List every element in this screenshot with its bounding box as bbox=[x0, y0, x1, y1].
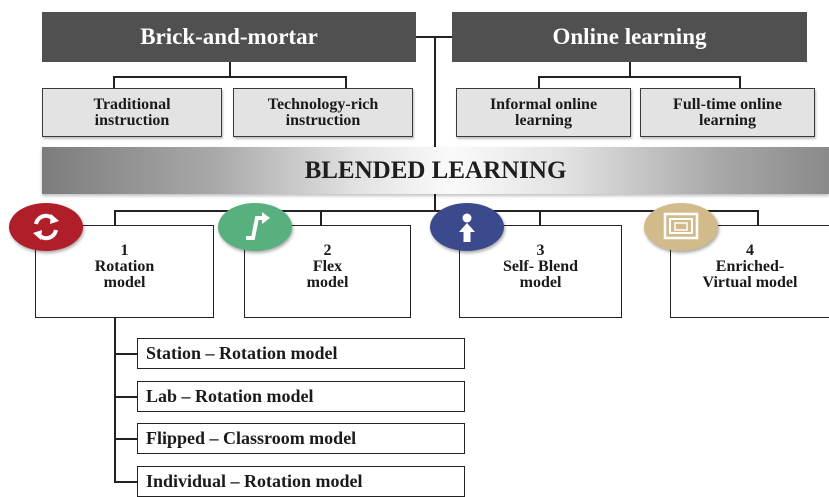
blended-learning-band: BLENDED LEARNING bbox=[42, 147, 829, 194]
rotation-arrows-icon bbox=[9, 203, 83, 251]
connector bbox=[434, 194, 436, 211]
model-number: 4 bbox=[746, 242, 754, 259]
screens-icon bbox=[644, 203, 718, 251]
connector bbox=[114, 318, 116, 483]
box-text-line: Traditional bbox=[93, 95, 171, 113]
model-label-line: model bbox=[519, 274, 562, 291]
technology-rich-instruction-box: Technology-rich instruction bbox=[233, 88, 413, 137]
model-number: 2 bbox=[323, 242, 332, 259]
model-label-line: model bbox=[103, 274, 146, 291]
box-text-line: Technology-rich bbox=[267, 95, 379, 113]
connector bbox=[114, 438, 138, 440]
brick-and-mortar-header: Brick-and-mortar bbox=[42, 12, 416, 62]
model-label-line: model bbox=[306, 274, 349, 291]
connector bbox=[434, 36, 436, 147]
connector bbox=[345, 76, 347, 88]
lab-rotation-box: Lab – Rotation model bbox=[137, 381, 465, 412]
flex-arrow-icon bbox=[218, 203, 292, 251]
online-learning-header: Online learning bbox=[452, 12, 807, 62]
connector bbox=[114, 210, 759, 212]
connector bbox=[114, 210, 116, 226]
full-time-online-learning-box: Full-time online learning bbox=[640, 88, 815, 137]
model-label-line: Self- Blend bbox=[502, 258, 579, 275]
flipped-classroom-box: Flipped – Classroom model bbox=[137, 423, 465, 454]
model-label-line: Virtual model bbox=[702, 274, 798, 291]
blended-learning-label: BLENDED LEARNING bbox=[304, 156, 567, 184]
connector bbox=[629, 62, 631, 77]
connector bbox=[113, 76, 347, 78]
model-number: 3 bbox=[536, 242, 545, 259]
model-label-line: Enriched- bbox=[715, 258, 785, 275]
traditional-instruction-box: Traditional instruction bbox=[42, 88, 222, 137]
connector bbox=[757, 210, 759, 226]
station-rotation-box: Station – Rotation model bbox=[137, 338, 465, 369]
box-text-line: instruction bbox=[94, 111, 170, 129]
person-icon bbox=[430, 203, 504, 251]
model-label-line: Rotation bbox=[94, 258, 155, 275]
connector bbox=[538, 76, 741, 78]
box-text-line: learning bbox=[699, 111, 756, 129]
box-text-line: learning bbox=[515, 111, 572, 129]
connector bbox=[538, 76, 540, 88]
informal-online-learning-box: Informal online learning bbox=[456, 88, 631, 137]
connector bbox=[114, 353, 138, 355]
model-number: 1 bbox=[120, 242, 129, 259]
connector bbox=[739, 76, 741, 88]
connector bbox=[114, 396, 138, 398]
connector bbox=[539, 210, 541, 226]
box-text-line: Informal online bbox=[489, 95, 598, 113]
connector bbox=[320, 210, 322, 226]
connector bbox=[113, 76, 115, 88]
connector bbox=[114, 481, 138, 483]
connector bbox=[229, 62, 231, 77]
model-label-line: Flex bbox=[312, 258, 343, 275]
individual-rotation-box: Individual – Rotation model bbox=[137, 466, 465, 497]
box-text-line: instruction bbox=[285, 111, 361, 129]
box-text-line: Full-time online bbox=[673, 95, 782, 113]
